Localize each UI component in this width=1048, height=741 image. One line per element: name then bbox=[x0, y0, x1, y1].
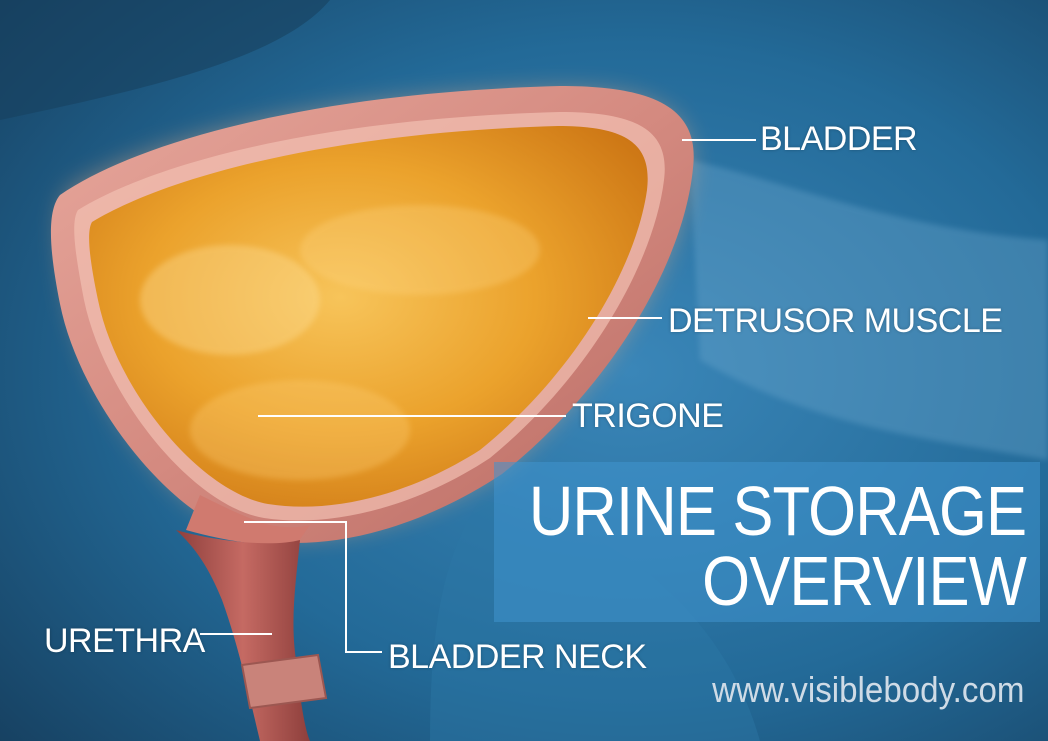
urine-highlight bbox=[140, 245, 320, 355]
urine-highlight-3 bbox=[190, 380, 410, 480]
website-credit: www.visiblebody.com bbox=[712, 672, 1024, 708]
label-detrusor-muscle: DETRUSOR MUSCLE bbox=[668, 304, 1002, 338]
label-trigone: TRIGONE bbox=[572, 399, 723, 433]
title-line-2: OVERVIEW bbox=[702, 546, 1026, 616]
label-bladder: BLADDER bbox=[760, 122, 917, 156]
title-line-1: URINE STORAGE bbox=[529, 476, 1026, 546]
urethral-sphincter bbox=[242, 655, 326, 708]
label-bladder-neck: BLADDER NECK bbox=[388, 640, 647, 674]
label-urethra: URETHRA bbox=[44, 624, 205, 658]
urine-highlight-2 bbox=[300, 205, 540, 295]
